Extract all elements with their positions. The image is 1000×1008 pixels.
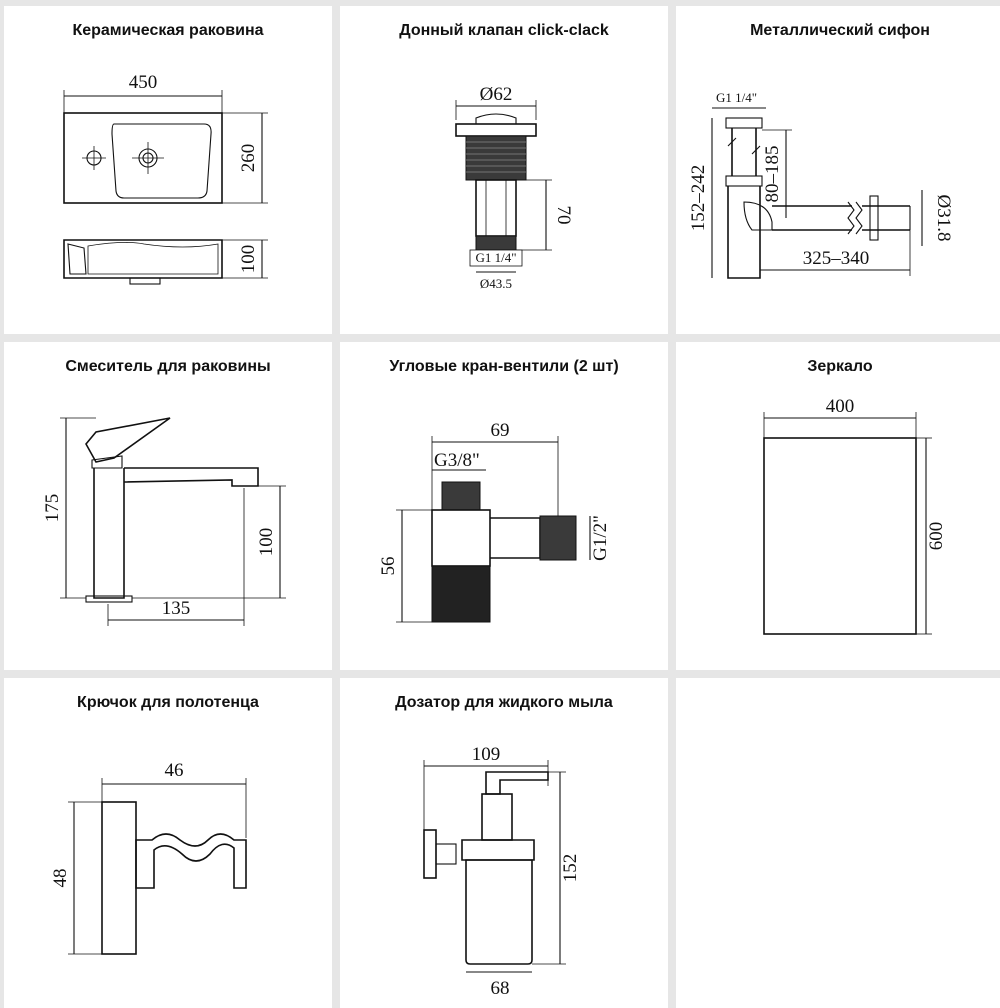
hook-drawing: 46 48 [50, 760, 247, 955]
panel-faucet: Смеситель для раковины 175 100 135 [4, 342, 332, 670]
panel-empty [676, 678, 1000, 1008]
mirror-outline [763, 437, 917, 635]
mirror-drawing: 400 600 [763, 396, 947, 635]
panel-title: Зеркало [807, 358, 873, 375]
dim-spout-length: 135 [162, 598, 191, 619]
dim-height: 70 [553, 206, 574, 225]
pump-head [485, 771, 549, 795]
panel-click-clack-valve: Донный клапан click-clack Ø62 [340, 6, 668, 334]
dim-base-width: 68 [491, 978, 510, 999]
dim-spout-height: 100 [256, 528, 277, 557]
valve-handle-knurled [431, 565, 491, 623]
dim-height: 56 [378, 557, 399, 576]
panel-title: Дозатор для жидкого мыла [395, 694, 613, 711]
valve-bottom-thread [475, 235, 517, 251]
dim-depth: 100 [238, 245, 259, 274]
panel-mirror: Зеркало 400 600 [676, 342, 1000, 670]
wall-mount [423, 829, 437, 879]
drain-outlet [129, 277, 161, 285]
panel-towel-hook: Крючок для полотенца 46 48 [4, 678, 332, 1008]
dim-diameter-top: Ø62 [480, 84, 513, 105]
pump-neck [481, 793, 513, 841]
valve-body [431, 509, 491, 567]
dim-length: 69 [491, 420, 510, 441]
dim-height: 175 [42, 494, 63, 523]
sink-drawing: 450 260 100 [63, 72, 268, 285]
inlet-thread [441, 481, 481, 511]
faucet-spout [123, 467, 259, 487]
dim-inner-range: 80–185 [762, 146, 783, 203]
dim-thread: G1 1/4" [716, 90, 757, 105]
siphon-drawing: G1 1/4" 152–242 80–185 [688, 90, 954, 279]
dim-thread-out: G1/2" [590, 515, 611, 561]
outlet-pipe [490, 517, 541, 559]
sink-top-outline [63, 112, 223, 204]
panel-metal-siphon: Металлический сифон G1 1/4" 152–242 [676, 6, 1000, 334]
sink-bowl [111, 123, 212, 199]
valve-cap [455, 123, 537, 137]
hook-mount-plate [101, 801, 137, 955]
panel-title: Смеситель для раковины [65, 358, 271, 375]
soap-container [465, 859, 533, 965]
valve-body [475, 179, 517, 237]
dim-height-range: 152–242 [688, 165, 709, 232]
faucet-base [85, 595, 133, 603]
valve-drawing: Ø62 70 G1 1/4" [455, 84, 574, 291]
dim-diameter-bottom: Ø43.5 [480, 276, 512, 291]
valve-thread [465, 135, 527, 181]
angle-valve-drawing: 69 G3/8" 56 G1/2" [378, 420, 611, 623]
panel-ceramic-sink: Керамическая раковина 450 260 [4, 6, 332, 334]
panel-soap-dispenser: Дозатор для жидкого мыла 109 152 68 [340, 678, 668, 1008]
panel-title: Угловые кран-вентили (2 шт) [389, 358, 619, 375]
panel-title: Крючок для полотенца [77, 694, 259, 711]
dim-width: 109 [472, 744, 501, 765]
dim-width: 400 [826, 396, 855, 417]
dim-height: 600 [926, 522, 947, 551]
dim-width: 46 [165, 760, 184, 781]
panel-angle-valves: Угловые кран-вентили (2 шт) 69 G3/8" 56 … [340, 342, 668, 670]
panel-title: Керамическая раковина [72, 22, 264, 39]
dim-thread: G1 1/4" [475, 250, 516, 265]
panel-title: Донный клапан click-clack [399, 22, 609, 39]
outlet-thread [539, 515, 577, 561]
faucet-drawing: 175 100 135 [42, 417, 286, 626]
faucet-body [93, 468, 125, 599]
siphon-bottle [727, 186, 761, 279]
dim-width: 450 [129, 72, 158, 93]
hook-arm [135, 833, 247, 889]
faucet-handle [85, 417, 171, 463]
dim-height: 152 [560, 854, 581, 883]
dim-outlet-diameter: Ø31.8 [933, 195, 954, 242]
dim-length-range: 325–340 [803, 248, 870, 269]
dim-height: 48 [50, 869, 71, 888]
dim-thread-in: G3/8" [434, 450, 480, 471]
dim-height: 260 [238, 144, 259, 173]
panel-title: Металлический сифон [750, 22, 930, 39]
dispenser-drawing: 109 152 68 [423, 744, 581, 999]
